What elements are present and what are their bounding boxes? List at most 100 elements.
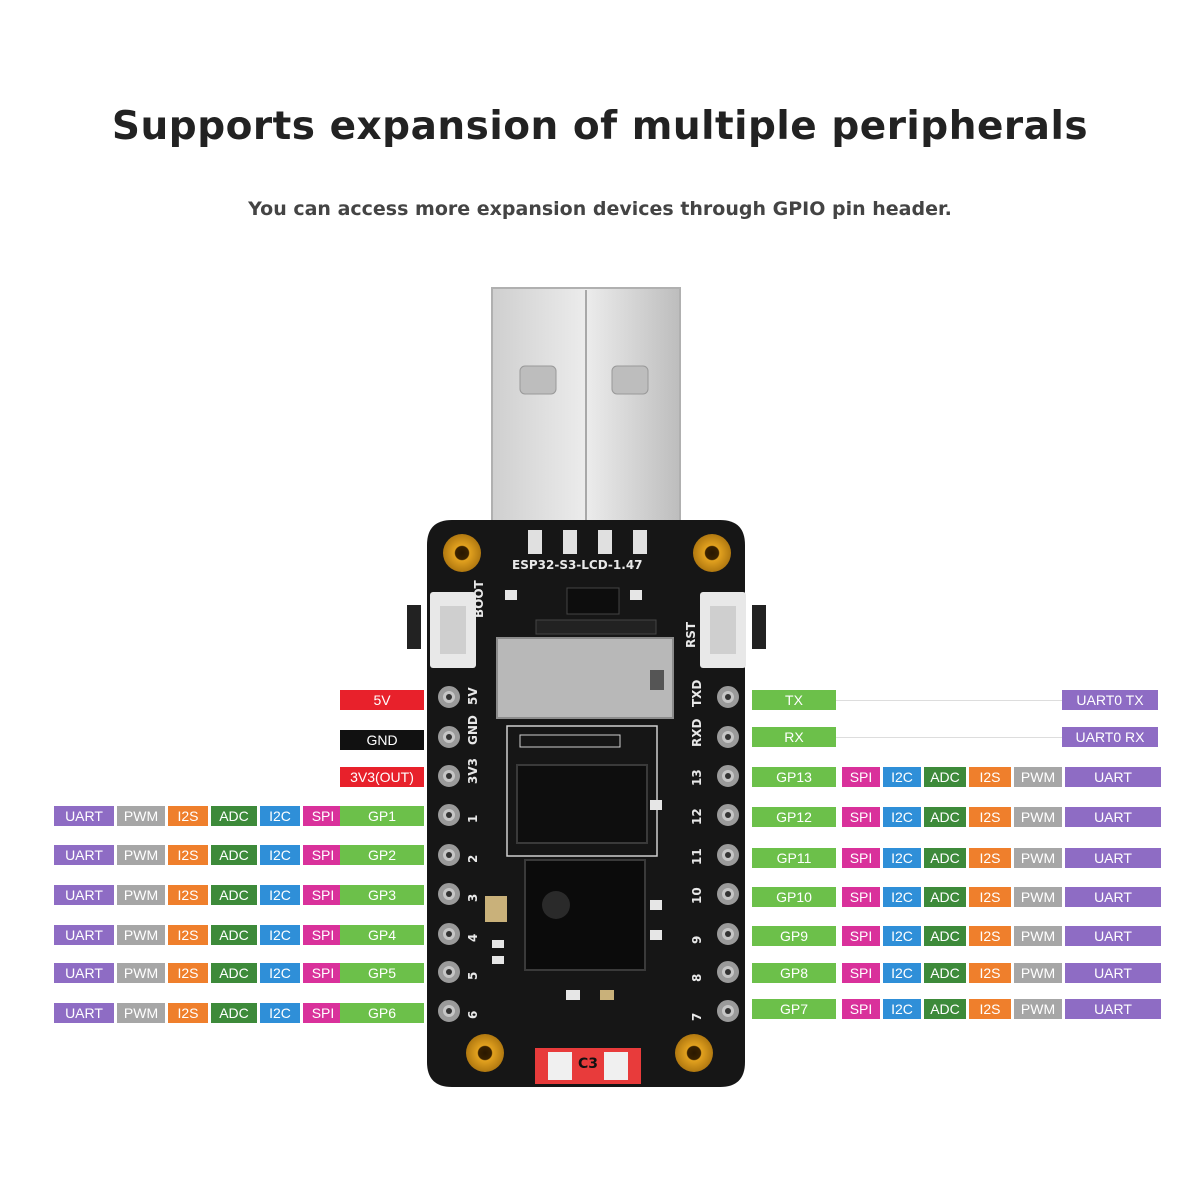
func-tag-spi: SPI [303,1003,343,1023]
func-tag-uart: UART [54,1003,114,1023]
func-tag-adc: ADC [924,926,966,946]
func-tag-uart: UART [1065,807,1161,827]
func-tag-i2s: I2S [969,767,1011,787]
page-subtitle: You can access more expansion devices th… [248,198,952,220]
pin-hole [725,812,731,818]
power-label: GND [340,730,424,750]
pin-silk-right: 8 [690,973,704,982]
led-chip-label: C3 [578,1056,599,1072]
gpio-pin-label: GP7 [752,999,836,1019]
func-tag-i2c: I2C [260,885,300,905]
func-tag-i2c: I2C [883,999,921,1019]
pin-silk-right: 7 [690,1012,704,1021]
pin-silk-left: 3 [466,893,480,902]
func-tag-i2s: I2S [168,963,208,983]
func-tag-i2c: I2C [883,767,921,787]
func-tag-i2s: I2S [168,885,208,905]
func-tag-i2c: I2C [260,806,300,826]
header-pin-right [717,1000,739,1022]
func-tag-adc: ADC [924,999,966,1019]
header-pin-right [717,804,739,826]
func-tag-pwm: PWM [117,1003,165,1023]
func-tag-uart: UART [1065,767,1161,787]
func-tag-i2c: I2C [260,925,300,945]
usb-connector [491,287,681,534]
func-tag-spi: SPI [842,848,880,868]
power-label: 5V [340,690,424,710]
func-tag-adc: ADC [924,767,966,787]
pin-hole [725,734,731,740]
connector-line [836,700,1062,701]
func-tag-i2s: I2S [168,806,208,826]
header-pin-left [438,883,460,905]
pin-hole [446,734,452,740]
pin-hole [725,852,731,858]
header-pin-left [438,686,460,708]
func-tag-pwm: PWM [1014,999,1062,1019]
gpio-pin-label: GP11 [752,848,836,868]
pin-hole [446,969,452,975]
board-name-label: ESP32-S3-LCD-1.47 [512,558,643,572]
pin-hole [725,1008,731,1014]
func-tag-pwm: PWM [1014,848,1062,868]
gpio-pin-label: GP6 [340,1003,424,1023]
gpio-pin-label: GP5 [340,963,424,983]
pin-hole [446,891,452,897]
func-tag-spi: SPI [303,806,343,826]
header-pin-right [717,923,739,945]
func-tag-pwm: PWM [117,845,165,865]
pin-hole [446,694,452,700]
uart-pin-label: TX [752,690,836,710]
uart-func-label: UART0 RX [1062,727,1158,747]
func-tag-pwm: PWM [1014,767,1062,787]
pin-hole [446,812,452,818]
pin-silk-right: RXD [690,718,704,747]
pin-hole [446,1008,452,1014]
page-title: Supports expansion of multiple periphera… [111,104,1089,149]
func-tag-i2s: I2S [168,925,208,945]
pin-silk-left: 2 [466,854,480,863]
pin-silk-left: 3V3 [466,758,480,784]
func-tag-uart: UART [54,845,114,865]
gpio-pin-label: GP13 [752,767,836,787]
func-tag-adc: ADC [924,887,966,907]
func-tag-i2s: I2S [969,999,1011,1019]
power-label: 3V3(OUT) [340,767,424,787]
boot-button-side [407,605,421,649]
func-tag-i2s: I2S [969,848,1011,868]
func-tag-pwm: PWM [1014,887,1062,907]
rst-label: RST [684,621,698,648]
header-pin-right [717,686,739,708]
func-tag-i2s: I2S [969,926,1011,946]
func-tag-uart: UART [54,885,114,905]
func-tag-spi: SPI [842,807,880,827]
header-pin-left [438,844,460,866]
func-tag-adc: ADC [924,963,966,983]
func-tag-i2c: I2C [883,807,921,827]
func-tag-spi: SPI [842,887,880,907]
gpio-pin-label: GP1 [340,806,424,826]
pin-silk-left: 5 [466,971,480,980]
pin-hole [725,773,731,779]
func-tag-spi: SPI [842,963,880,983]
header-pin-left [438,765,460,787]
pin-silk-left: 1 [466,814,480,823]
gpio-pin-label: GP8 [752,963,836,983]
func-tag-adc: ADC [211,925,257,945]
func-tag-spi: SPI [842,767,880,787]
func-tag-uart: UART [1065,887,1161,907]
header-pin-right [717,961,739,983]
pin-silk-right: 11 [690,848,704,865]
uart-func-label: UART0 TX [1062,690,1158,710]
func-tag-i2s: I2S [168,845,208,865]
func-tag-pwm: PWM [1014,963,1062,983]
header-pin-left [438,1000,460,1022]
gpio-pin-label: GP2 [340,845,424,865]
pin-silk-left: 5V [466,687,480,705]
pin-silk-left: GND [466,715,480,745]
pin-hole [725,931,731,937]
func-tag-adc: ADC [211,885,257,905]
func-tag-i2s: I2S [168,1003,208,1023]
func-tag-pwm: PWM [117,806,165,826]
connector-line [836,737,1062,738]
